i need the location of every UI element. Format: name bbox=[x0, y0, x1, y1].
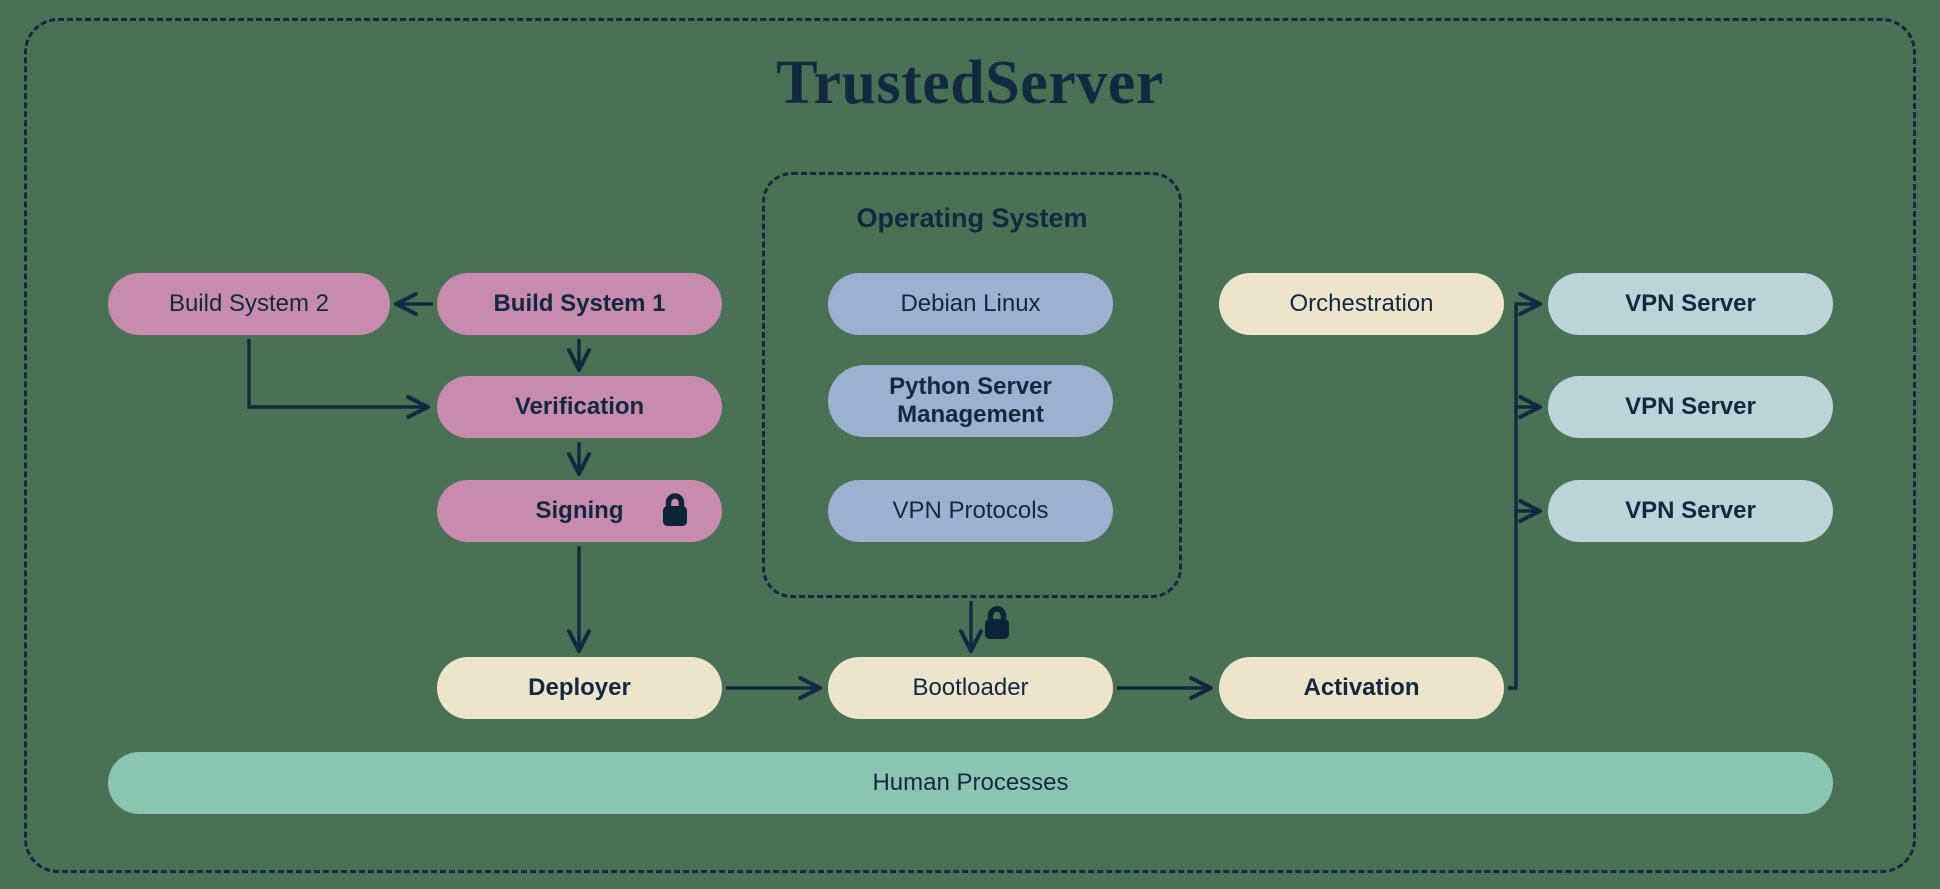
node-deployer[interactable]: Deployer bbox=[437, 657, 722, 719]
node-python-line-2: Management bbox=[897, 401, 1044, 428]
node-build-system-2[interactable]: Build System 2 bbox=[108, 273, 390, 335]
node-vpn-server-3[interactable]: VPN Server bbox=[1548, 480, 1833, 542]
node-vpn-server-1[interactable]: VPN Server bbox=[1548, 273, 1833, 335]
group-operating-system-label: Operating System bbox=[856, 203, 1088, 233]
node-bootloader[interactable]: Bootloader bbox=[828, 657, 1113, 719]
node-python-line-1: Python Server bbox=[889, 373, 1052, 401]
node-python-server-management[interactable]: Python Server Management bbox=[828, 365, 1113, 437]
node-debian-linux[interactable]: Debian Linux bbox=[828, 273, 1113, 335]
lock-icon-signing bbox=[658, 490, 692, 535]
node-verification[interactable]: Verification bbox=[437, 376, 722, 438]
lock-icon-bootloader bbox=[980, 603, 1014, 648]
node-vpn-server-2[interactable]: VPN Server bbox=[1548, 376, 1833, 438]
node-orchestration[interactable]: Orchestration bbox=[1219, 273, 1504, 335]
trustedserver-boundary bbox=[24, 18, 1916, 873]
node-build-system-1[interactable]: Build System 1 bbox=[437, 273, 722, 335]
node-vpn-protocols[interactable]: VPN Protocols bbox=[828, 480, 1113, 542]
page-title: TrustedServer bbox=[776, 49, 1164, 117]
node-human-processes[interactable]: Human Processes bbox=[108, 752, 1833, 814]
group-operating-system bbox=[762, 172, 1182, 598]
node-activation[interactable]: Activation bbox=[1219, 657, 1504, 719]
